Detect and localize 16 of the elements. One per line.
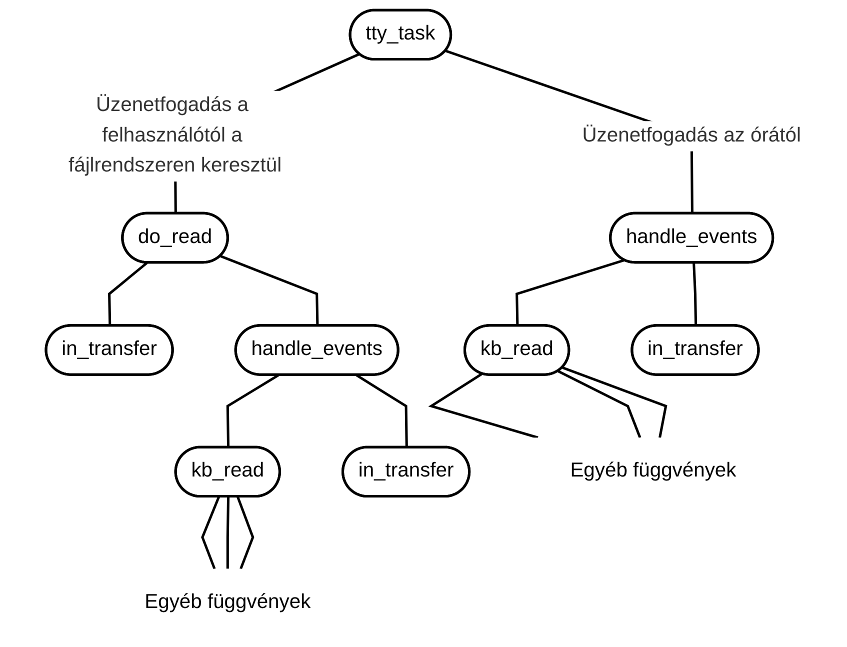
- node-text: Egyéb függvények: [144, 592, 311, 613]
- connector: [516, 259, 625, 326]
- connector: [220, 255, 319, 326]
- edge-label: Üzenetfogadás a felhasználótól a fájlrendszeren keresztül: [68, 94, 282, 177]
- connector: [108, 262, 148, 326]
- connector: [558, 370, 642, 438]
- connector: [236, 496, 254, 570]
- connector: [201, 496, 220, 570]
- edge-label: Üzenetfogadás az órától: [582, 124, 801, 146]
- connector: [226, 374, 280, 448]
- connector: [692, 262, 698, 326]
- connector: [226, 496, 230, 569]
- node-text: Egyéb függvények: [570, 460, 736, 482]
- connector: [562, 366, 668, 438]
- connector: [356, 374, 408, 448]
- connector: [428, 372, 538, 439]
